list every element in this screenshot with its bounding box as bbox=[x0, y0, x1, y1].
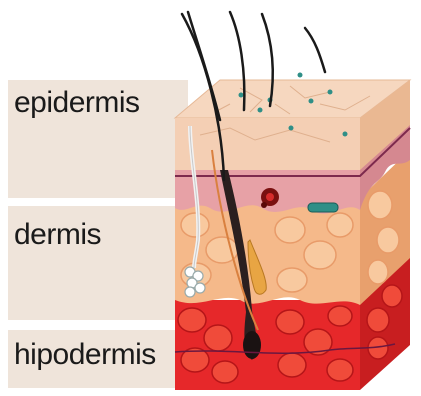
hair-bulb bbox=[243, 331, 261, 359]
hipodermis-label: hipodermis bbox=[14, 338, 156, 372]
epidermis-front bbox=[175, 118, 360, 170]
epidermis-label: epidermis bbox=[14, 86, 140, 120]
dermis-label: dermis bbox=[14, 218, 101, 252]
nerve-receptor bbox=[308, 203, 338, 212]
